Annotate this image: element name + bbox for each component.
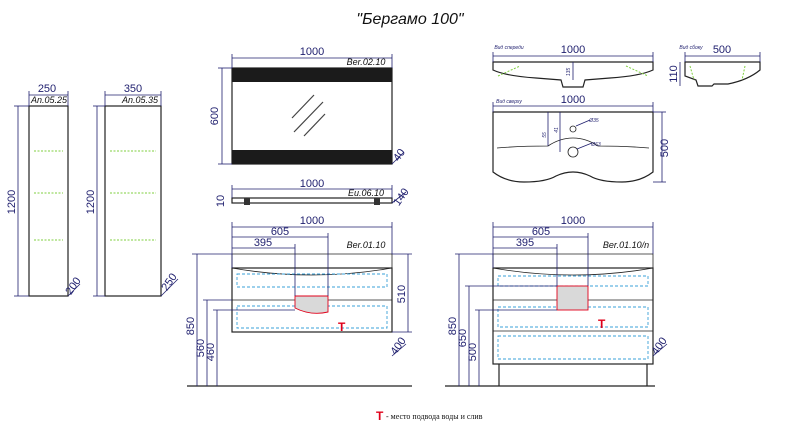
vanity-floor-h-total: 850 xyxy=(447,317,459,335)
sink-top-view: Вид сверху 1000 500 Ø35 Ø63 41 55 xyxy=(492,94,671,183)
cabinet-narrow: 250 An.05.25 1200 200 xyxy=(6,83,84,297)
legend-text: - место подвода воды и слив xyxy=(386,412,483,421)
shelf-depth: 140 xyxy=(391,186,411,208)
vanity-wall-d1: 605 xyxy=(271,226,289,238)
mirror-width: 1000 xyxy=(300,46,324,58)
page-title: "Бергамо 100" xyxy=(356,11,465,28)
vanity-wall-h-total: 850 xyxy=(185,317,197,335)
mirror-height: 600 xyxy=(209,107,221,125)
sink-front-inner: 135 xyxy=(566,68,572,77)
vanity-wall-width: 1000 xyxy=(300,215,324,227)
cabinet-wide-width: 350 xyxy=(124,83,142,95)
sink-offset-2: 55 xyxy=(542,132,548,138)
vanity-floor-code: Ber.01.10/n xyxy=(603,240,649,250)
cabinet-wide-height: 1200 xyxy=(85,190,97,214)
cabinet-narrow-height: 1200 xyxy=(6,190,18,214)
vanity-floor-d2: 395 xyxy=(516,237,534,249)
vanity-wall-code: Ber.01.10 xyxy=(347,240,386,250)
sink-front-width: 1000 xyxy=(561,44,585,56)
vanity-wall-h-low: 460 xyxy=(205,343,217,361)
mirror: 1000 Ber.02.10 600 40 xyxy=(209,46,408,165)
cabinet-narrow-depth: 200 xyxy=(63,275,83,297)
sink-hole-2: Ø63 xyxy=(590,142,601,148)
shelf-height: 10 xyxy=(215,195,227,207)
vanity-floor-supply-mark: T xyxy=(598,317,606,331)
vanity-floor-h-mid: 650 xyxy=(457,329,469,347)
sink-side-width: 500 xyxy=(713,44,731,56)
vanity-floor: T 1000 605 395 Ber.01.10/n 850 650 500 4… xyxy=(445,215,670,387)
vanity-wall-depth: 400 xyxy=(388,335,408,357)
sink-front-view: Вид спереди 1000 135 xyxy=(492,44,654,88)
shelf: 1000 Eu.06.10 10 140 xyxy=(215,178,412,208)
cabinet-wide-code: An.05.35 xyxy=(121,95,159,105)
legend: T - место подвода воды и слив xyxy=(376,409,483,423)
sink-side-view-label: Вид сбоку xyxy=(679,45,703,51)
vanity-floor-h-low: 500 xyxy=(467,343,479,361)
sink-top-depth: 500 xyxy=(659,139,671,157)
legend-mark: T xyxy=(376,409,384,423)
vanity-wall-d2: 395 xyxy=(254,237,272,249)
vanity-wall-h-right: 510 xyxy=(396,285,408,303)
sink-hole-1: Ø35 xyxy=(588,118,599,124)
sink-top-width: 1000 xyxy=(561,94,585,106)
cabinet-narrow-width: 250 xyxy=(38,83,56,95)
shelf-code: Eu.06.10 xyxy=(348,188,384,198)
sink-side-view: Вид сбоку 500 110 xyxy=(668,44,761,87)
sink-side-height: 110 xyxy=(668,65,680,83)
cabinet-narrow-code: An.05.25 xyxy=(30,95,68,105)
cabinet-wide-depth: 250 xyxy=(159,271,179,293)
mirror-depth: 40 xyxy=(391,147,408,164)
vanity-floor-width: 1000 xyxy=(561,215,585,227)
cabinet-wide: 350 An.05.35 1200 250 xyxy=(85,83,180,297)
mirror-code: Ber.02.10 xyxy=(347,57,386,67)
vanity-wall: T 1000 605 395 Ber.01.10 850 560 460 510… xyxy=(185,215,412,387)
shelf-width: 1000 xyxy=(300,178,324,190)
sink-front-view-label: Вид спереди xyxy=(494,45,524,51)
sink-top-view-label: Вид сверху xyxy=(496,99,522,105)
vanity-floor-d1: 605 xyxy=(532,226,550,238)
sink-offset-1: 41 xyxy=(554,127,560,133)
vanity-wall-h-mid: 560 xyxy=(195,339,207,357)
vanity-wall-supply-mark: T xyxy=(338,320,346,334)
